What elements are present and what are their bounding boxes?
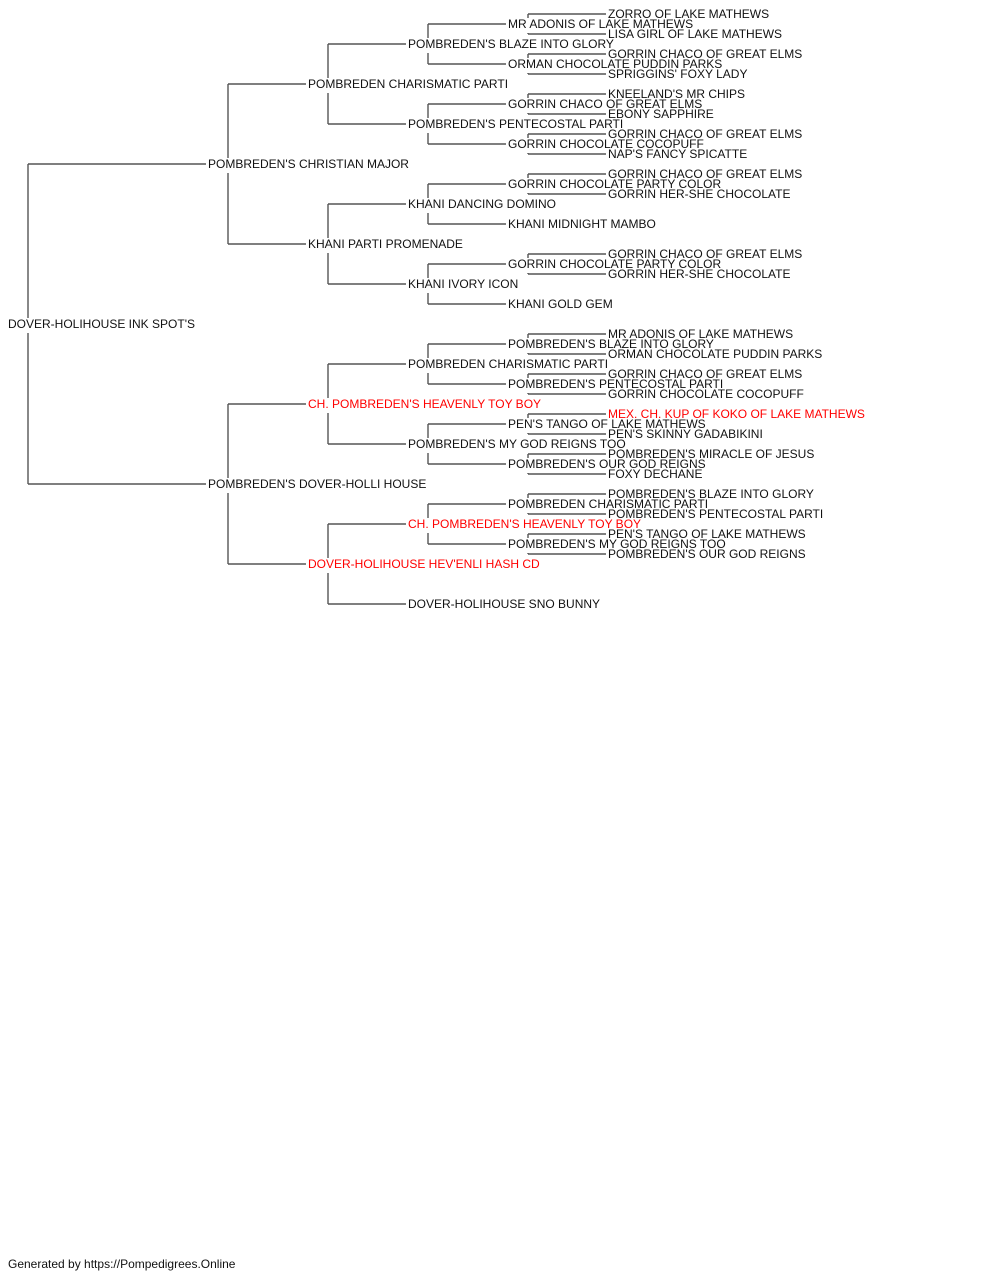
footer-credit: Generated by https://Pompedigrees.Online <box>8 1257 236 1271</box>
ancestor-name-gen5: GORRIN HER-SHE CHOCOLATE <box>608 187 790 201</box>
ancestor-name-gen4: KHANI GOLD GEM <box>508 297 613 311</box>
ancestor-name-gen5: ZORRO OF LAKE MATHEWS <box>608 7 769 21</box>
ancestor-name-gen5: ORMAN CHOCOLATE PUDDIN PARKS <box>608 347 822 361</box>
ancestor-name-gen4: POMBREDEN'S MY GOD REIGNS TOO <box>508 537 726 551</box>
ancestor-name-gen5: NAP'S FANCY SPICATTE <box>608 147 747 161</box>
ancestor-name-gen5: GORRIN CHACO OF GREAT ELMS <box>608 167 802 181</box>
ancestor-name-gen2: CH. POMBREDEN'S HEAVENLY TOY BOY <box>308 397 541 411</box>
ancestor-name-gen4: KHANI MIDNIGHT MAMBO <box>508 217 656 231</box>
ancestor-name-gen2: KHANI PARTI PROMENADE <box>308 237 463 251</box>
ancestor-name-gen5: EBONY SAPPHIRE <box>608 107 714 121</box>
ancestor-name-gen4: GORRIN CHOCOLATE PARTY COLOR <box>508 177 721 191</box>
ancestor-name-gen4: MR ADONIS OF LAKE MATHEWS <box>508 17 693 31</box>
ancestor-name-gen5: GORRIN CHOCOLATE COCOPUFF <box>608 387 804 401</box>
ancestor-name-gen3: DOVER-HOLIHOUSE SNO BUNNY <box>408 597 600 611</box>
ancestor-name-gen4: POMBREDEN'S BLAZE INTO GLORY <box>508 337 714 351</box>
ancestor-name-gen4: ORMAN CHOCOLATE PUDDIN PARKS <box>508 57 722 71</box>
ancestor-name-gen4: POMBREDEN CHARISMATIC PARTI <box>508 497 708 511</box>
ancestor-name-gen3: KHANI DANCING DOMINO <box>408 197 556 211</box>
ancestor-name-gen2: DOVER-HOLIHOUSE HEV'ENLI HASH CD <box>308 557 540 571</box>
ancestor-name-gen3: KHANI IVORY ICON <box>408 277 518 291</box>
ancestor-name-gen3: CH. POMBREDEN'S HEAVENLY TOY BOY <box>408 517 641 531</box>
ancestor-name-gen3: POMBREDEN'S MY GOD REIGNS TOO <box>408 437 626 451</box>
ancestor-name-gen1: POMBREDEN'S DOVER-HOLLI HOUSE <box>208 477 426 491</box>
ancestor-name-gen5: GORRIN CHACO OF GREAT ELMS <box>608 127 802 141</box>
ancestor-name-gen5: POMBREDEN'S OUR GOD REIGNS <box>608 547 806 561</box>
ancestor-name-gen3: POMBREDEN'S PENTECOSTAL PARTI <box>408 117 623 131</box>
ancestor-name-gen5: MR ADONIS OF LAKE MATHEWS <box>608 327 793 341</box>
ancestor-name-gen4: GORRIN CHOCOLATE COCOPUFF <box>508 137 704 151</box>
ancestor-name-gen5: SPRIGGINS' FOXY LADY <box>608 67 747 81</box>
ancestor-name-gen5: MEX. CH. KUP OF KOKO OF LAKE MATHEWS <box>608 407 865 421</box>
ancestor-name-gen5: PEN'S SKINNY GADABIKINI <box>608 427 763 441</box>
ancestor-name-gen3: POMBREDEN'S BLAZE INTO GLORY <box>408 37 614 51</box>
ancestor-name-gen5: KNEELAND'S MR CHIPS <box>608 87 745 101</box>
ancestor-name-gen1: POMBREDEN'S CHRISTIAN MAJOR <box>208 157 409 171</box>
ancestor-name-gen5: GORRIN CHACO OF GREAT ELMS <box>608 47 802 61</box>
ancestor-name-gen5: FOXY DECHANE <box>608 467 702 481</box>
ancestor-name-gen4: GORRIN CHACO OF GREAT ELMS <box>508 97 702 111</box>
ancestor-name-gen5: POMBREDEN'S BLAZE INTO GLORY <box>608 487 814 501</box>
subject-name: DOVER-HOLIHOUSE INK SPOT'S <box>8 317 195 331</box>
ancestor-name-gen5: GORRIN CHACO OF GREAT ELMS <box>608 247 802 261</box>
ancestor-name-gen5: GORRIN CHACO OF GREAT ELMS <box>608 367 802 381</box>
ancestor-name-gen4: POMBREDEN'S PENTECOSTAL PARTI <box>508 377 723 391</box>
ancestor-name-gen5: POMBREDEN'S PENTECOSTAL PARTI <box>608 507 823 521</box>
ancestor-name-gen5: LISA GIRL OF LAKE MATHEWS <box>608 27 782 41</box>
ancestor-name-gen3: POMBREDEN CHARISMATIC PARTI <box>408 357 608 371</box>
ancestor-name-gen4: GORRIN CHOCOLATE PARTY COLOR <box>508 257 721 271</box>
ancestor-name-gen5: GORRIN HER-SHE CHOCOLATE <box>608 267 790 281</box>
pedigree-tree: DOVER-HOLIHOUSE INK SPOT'S POMBREDEN'S CH… <box>8 7 865 611</box>
ancestor-name-gen4: PEN'S TANGO OF LAKE MATHEWS <box>508 417 706 431</box>
ancestor-name-gen5: POMBREDEN'S MIRACLE OF JESUS <box>608 447 814 461</box>
ancestor-name-gen4: POMBREDEN'S OUR GOD REIGNS <box>508 457 706 471</box>
ancestor-name-gen2: POMBREDEN CHARISMATIC PARTI <box>308 77 508 91</box>
ancestor-name-gen5: PEN'S TANGO OF LAKE MATHEWS <box>608 527 806 541</box>
